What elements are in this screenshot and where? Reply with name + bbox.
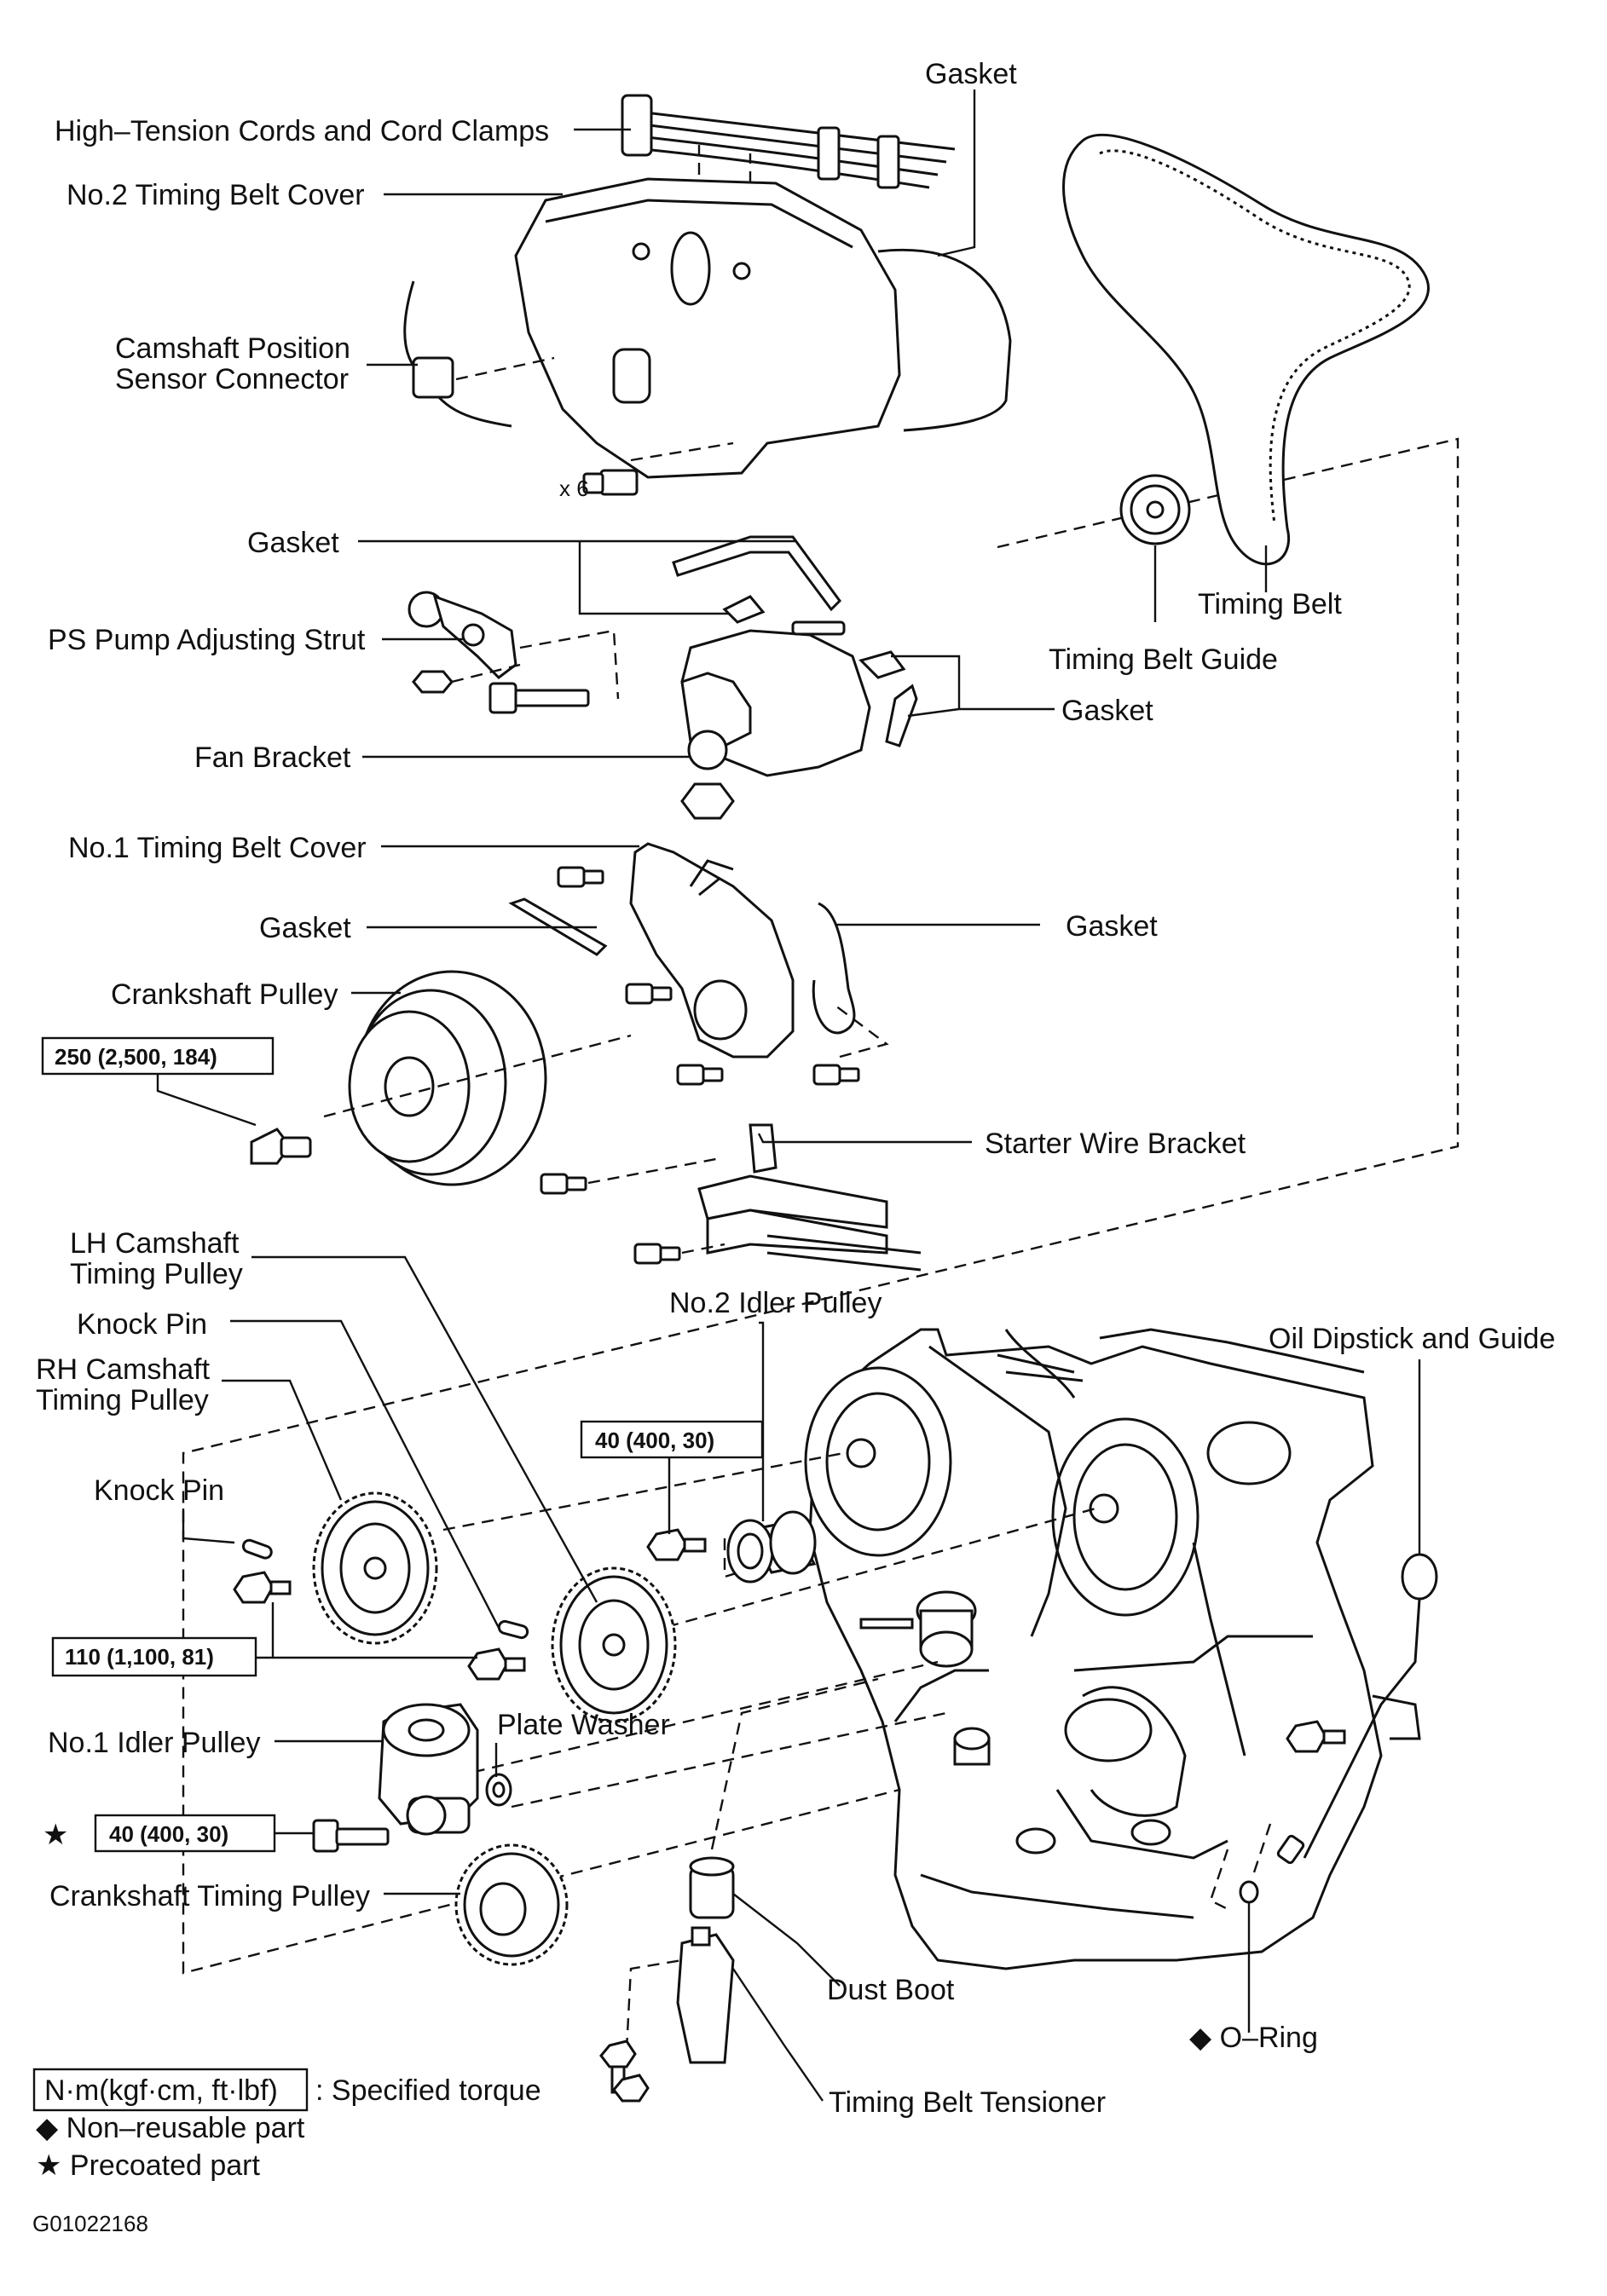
label-no1-timing-belt-cover: No.1 Timing Belt Cover xyxy=(68,832,367,864)
label-high-tension-cords: High–Tension Cords and Cord Clamps xyxy=(55,115,549,147)
idler1-bolt xyxy=(312,1819,390,1853)
label-timing-belt: Timing Belt xyxy=(1198,588,1342,620)
fan-bracket-long-bolt xyxy=(488,682,590,714)
o-ring-dash xyxy=(1209,1823,1272,1911)
label-oil-dipstick: Oil Dipstick and Guide xyxy=(1269,1323,1555,1355)
crank-pulley-bolt xyxy=(250,1034,632,1165)
cam-gear-dash-a xyxy=(442,1451,845,1532)
label-timing-belt-tensioner: Timing Belt Tensioner xyxy=(829,2086,1106,2119)
starter-bracket-bolts xyxy=(540,1157,725,1265)
sensor-dash xyxy=(455,356,555,381)
cord-dash xyxy=(697,145,752,183)
label-knock-pin-1: Knock Pin xyxy=(77,1308,207,1341)
timing-belt-graphic xyxy=(1062,133,1431,566)
no1-timing-belt-cover-graphic xyxy=(629,842,795,1059)
gasket2-graphic-b xyxy=(722,595,766,624)
label-knock-pin-2: Knock Pin xyxy=(94,1474,224,1507)
label-o-ring: ◆ O–Ring xyxy=(1189,2022,1318,2054)
legend-unit-box xyxy=(32,2068,309,2112)
label-no1-idler-pulley: No.1 Idler Pulley xyxy=(48,1727,260,1759)
label-lh-camshaft-line1: LH Camshaft xyxy=(70,1227,240,1260)
tensioner-dash xyxy=(710,1677,879,1850)
torque-spec-idler1-bolt: ★ 40 (400, 30) xyxy=(43,1814,314,1853)
strut-dash xyxy=(451,629,620,700)
gasket3-graphic-a xyxy=(858,650,906,679)
tensioner-graphic xyxy=(676,1856,735,2064)
svg-text:110 (1,100, 81): 110 (1,100, 81) xyxy=(65,1644,214,1670)
plate-washer-dash xyxy=(511,1711,947,1809)
legend-unit-text: N·m(kgf·cm, ft·lbf) xyxy=(44,2074,278,2107)
gasket5-graphic xyxy=(812,902,856,1035)
leader-lines xyxy=(182,89,1421,2102)
fan-bracket-graphic xyxy=(680,620,871,820)
label-starter-wire-bracket: Starter Wire Bracket xyxy=(985,1128,1246,1160)
label-lh-camshaft-line2: Timing Pulley xyxy=(70,1258,243,1290)
tensioner-bolt-dash xyxy=(625,1959,683,2051)
svg-text:40 (400, 30): 40 (400, 30) xyxy=(109,1821,228,1847)
legend-unit-desc: : Specified torque xyxy=(315,2074,541,2107)
high-tension-cords-graphic xyxy=(621,94,956,189)
torque-spec-cam-bolt: 110 (1,100, 81) xyxy=(51,1636,257,1677)
label-x6: x 6 xyxy=(559,476,589,501)
label-fan-bracket: Fan Bracket xyxy=(194,741,351,774)
legend-precoated: ★ Precoated part xyxy=(36,2149,261,2182)
label-timing-belt-guide: Timing Belt Guide xyxy=(1049,643,1278,676)
label-gasket-top: Gasket xyxy=(925,58,1017,90)
ps-pump-strut-graphic xyxy=(408,591,517,694)
crankshaft-timing-pulley-graphic xyxy=(454,1843,569,1966)
legend-non-reusable: ◆ Non–reusable part xyxy=(36,2112,305,2144)
engine-block-graphic xyxy=(804,1328,1383,1970)
label-no2-idler-pulley: No.2 Idler Pulley xyxy=(669,1287,882,1319)
no1-idler-pulley-graphic xyxy=(378,1703,479,1836)
idler1-dash xyxy=(434,1660,939,1783)
label-gasket-5: Gasket xyxy=(1066,910,1158,943)
label-dust-boot: Dust Boot xyxy=(827,1974,955,2006)
label-gasket-4: Gasket xyxy=(259,912,351,944)
legend: N·m(kgf·cm, ft·lbf) : Specified torque ◆… xyxy=(32,2068,541,2182)
rh-camshaft-pulley-graphic xyxy=(312,1491,438,1645)
starter-wire-bracket-graphic xyxy=(697,1123,922,1272)
lh-camshaft-pulley-graphic xyxy=(551,1566,677,1723)
precoated-star-mark: ★ xyxy=(43,1819,68,1851)
part-labels: Gasket High–Tension Cords and Cord Clamp… xyxy=(36,58,1555,2119)
figure-code: G01022168 xyxy=(32,2211,148,2236)
cover-bolt-dash xyxy=(835,1005,889,1059)
label-crankshaft-pulley: Crankshaft Pulley xyxy=(111,978,338,1011)
oil-dipstick-graphic xyxy=(1276,1553,1438,1865)
idler2-bolt xyxy=(646,1528,707,1561)
torque-spec-idler2-bolt: 40 (400, 30) xyxy=(580,1420,764,1459)
torque-spec-crank-bolt: 250 (2,500, 184) xyxy=(41,1036,275,1127)
cover-bolt-x6-graphic xyxy=(582,441,734,496)
timing-belt-guide-graphic xyxy=(1119,474,1191,545)
dipstick-bolt xyxy=(1286,1720,1346,1753)
label-cam-sensor-line1: Camshaft Position xyxy=(115,332,350,365)
no2-idler-pulley-graphic xyxy=(726,1510,817,1584)
crankshaft-pulley-graphic xyxy=(348,970,547,1186)
label-ps-pump-strut: PS Pump Adjusting Strut xyxy=(48,624,366,656)
top-gasket-graphic xyxy=(877,248,1012,432)
gasket3-graphic-b xyxy=(885,684,918,747)
label-no2-timing-belt-cover: No.2 Timing Belt Cover xyxy=(66,179,365,211)
belt-path-dashed-outline xyxy=(182,437,1460,1975)
label-cam-sensor-line2: Sensor Connector xyxy=(115,363,349,395)
no1-cover-bolts xyxy=(557,866,860,1086)
label-gasket-2: Gasket xyxy=(247,527,339,559)
svg-text:250 (2,500, 184): 250 (2,500, 184) xyxy=(55,1044,217,1070)
knock-pin-right-graphic xyxy=(497,1619,529,1640)
plate-washer-graphic xyxy=(485,1773,512,1807)
label-rh-camshaft-line2: Timing Pulley xyxy=(36,1384,209,1416)
knock-pin-left-graphic xyxy=(241,1538,273,1560)
no2-timing-belt-cover-graphic xyxy=(514,177,901,479)
cam-sensor-connector-graphic xyxy=(403,280,512,428)
tensioner-bolts xyxy=(599,2039,650,2103)
label-gasket-3: Gasket xyxy=(1061,695,1153,727)
label-plate-washer: Plate Washer xyxy=(497,1709,670,1741)
o-ring-graphic xyxy=(1239,1880,1259,1904)
gasket2-graphic-a xyxy=(672,535,841,612)
label-rh-camshaft-line1: RH Camshaft xyxy=(36,1353,211,1386)
svg-text:40 (400, 30): 40 (400, 30) xyxy=(595,1428,714,1453)
label-crankshaft-timing-pulley: Crankshaft Timing Pulley xyxy=(49,1880,370,1912)
cam-bolts xyxy=(233,1571,526,1681)
